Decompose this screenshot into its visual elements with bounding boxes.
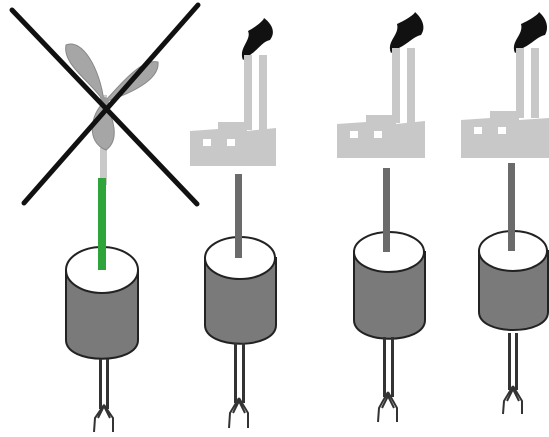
device-1 bbox=[65, 178, 139, 433]
device-leg-right bbox=[106, 359, 109, 409]
factory-icon bbox=[190, 18, 276, 166]
device-2 bbox=[204, 174, 277, 429]
gripper bbox=[93, 403, 114, 433]
factory-window-1 bbox=[203, 139, 211, 146]
device-leg-right bbox=[515, 333, 518, 390]
power-cable-top bbox=[235, 174, 242, 258]
factory-icon bbox=[461, 12, 549, 158]
device-leg-right bbox=[242, 343, 245, 403]
power-cable-top bbox=[383, 168, 390, 252]
factory-smoke bbox=[241, 18, 273, 60]
device-3 bbox=[353, 168, 426, 423]
factory-window-2 bbox=[498, 127, 506, 134]
device-body bbox=[353, 251, 426, 340]
gripper bbox=[377, 391, 398, 423]
power-cable-top bbox=[508, 163, 515, 251]
device-leg-right bbox=[391, 337, 394, 397]
device-4 bbox=[478, 163, 549, 415]
device-leg-left bbox=[99, 359, 102, 409]
device-leg-left bbox=[234, 343, 237, 403]
gripper bbox=[228, 397, 249, 429]
factory-chimney-right bbox=[407, 48, 415, 123]
factory-chimney-left bbox=[392, 48, 400, 123]
factory-chimney-right bbox=[531, 48, 539, 118]
turbine-blade-1 bbox=[65, 43, 105, 103]
factory-window-2 bbox=[227, 139, 235, 146]
device-leg-left bbox=[383, 337, 386, 397]
factory-smoke bbox=[513, 12, 547, 53]
device-leg-left bbox=[508, 333, 511, 390]
power-cable bbox=[98, 178, 106, 270]
factory-power-device-1 bbox=[190, 18, 277, 429]
device-body bbox=[204, 257, 277, 345]
device-body bbox=[478, 250, 549, 331]
factory-power-device-3 bbox=[461, 12, 549, 415]
factory-icon bbox=[337, 12, 425, 158]
factory-chimney-right bbox=[259, 55, 267, 130]
factory-window-2 bbox=[374, 131, 382, 138]
factory-body bbox=[461, 111, 549, 158]
factory-power-device-2 bbox=[337, 12, 426, 423]
device-body bbox=[65, 269, 139, 360]
factory-smoke bbox=[389, 12, 424, 53]
wind-power-device bbox=[9, 2, 201, 433]
factory-window-1 bbox=[350, 131, 358, 138]
factory-chimney-left bbox=[244, 55, 252, 130]
gripper bbox=[502, 385, 523, 415]
factory-window-1 bbox=[474, 127, 482, 134]
factory-chimney-left bbox=[516, 48, 524, 118]
crossed-out-mark bbox=[9, 2, 201, 207]
